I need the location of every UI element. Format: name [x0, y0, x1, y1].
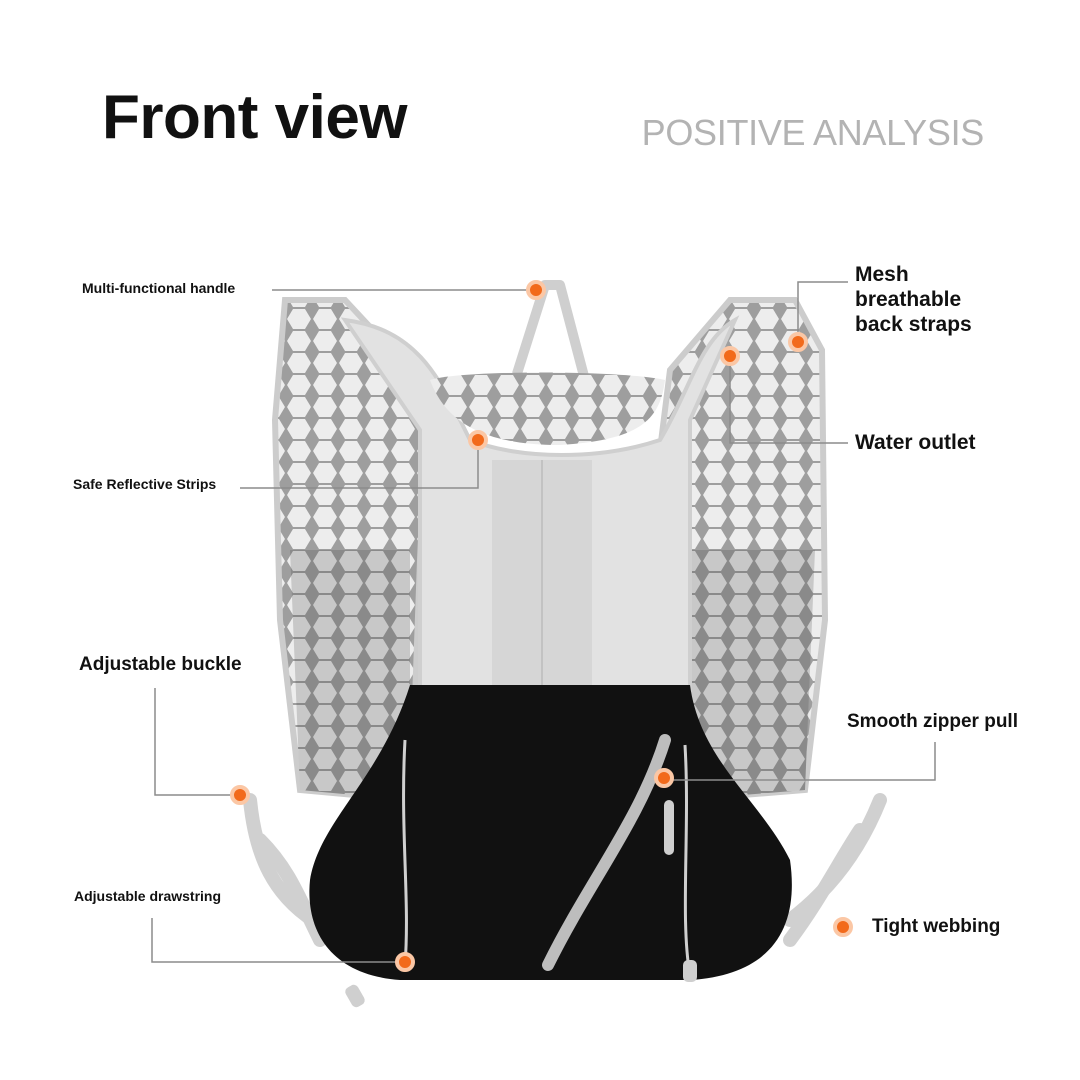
marker-webbing [833, 917, 853, 937]
marker-buckle [230, 785, 250, 805]
neck-mesh [430, 372, 665, 445]
label-smooth-zipper-pull: Smooth zipper pull [847, 711, 1018, 732]
marker-handle [526, 280, 546, 300]
page-subtitle: POSITIVE ANALYSIS [641, 112, 985, 153]
label-mesh-line-1: Mesh [855, 263, 909, 286]
drawstring-right [683, 744, 692, 976]
drawstring-left [402, 739, 408, 966]
left-lower-mesh [290, 550, 410, 800]
side-webbing [243, 793, 887, 947]
label-safe-reflective-strips: Safe Reflective Strips [73, 476, 217, 492]
label-mesh-breathable-back-straps: Mesh breathable back straps [855, 262, 972, 337]
marker-drawstring [395, 952, 415, 972]
label-adjustable-buckle: Adjustable buckle [79, 654, 242, 675]
label-mesh-line-2: breathable [855, 288, 962, 311]
marker-reflective [468, 430, 488, 450]
marker-water [720, 346, 740, 366]
front-pocket [309, 685, 792, 980]
label-water-outlet: Water outlet [855, 431, 976, 454]
callout-lines [151, 281, 936, 963]
marker-zipper [654, 768, 674, 788]
label-multi-functional-handle: Multi-functional handle [82, 280, 236, 296]
right-lower-mesh [680, 550, 815, 800]
callout-markers [230, 280, 853, 972]
page-title: Front view [102, 83, 408, 152]
label-adjustable-drawstring: Adjustable drawstring [74, 888, 222, 904]
marker-mesh [788, 332, 808, 352]
label-mesh-line-3: back straps [855, 313, 972, 336]
pocket-zipper [542, 734, 671, 971]
handle-loop [510, 280, 590, 382]
label-tight-webbing: Tight webbing [872, 916, 1001, 937]
